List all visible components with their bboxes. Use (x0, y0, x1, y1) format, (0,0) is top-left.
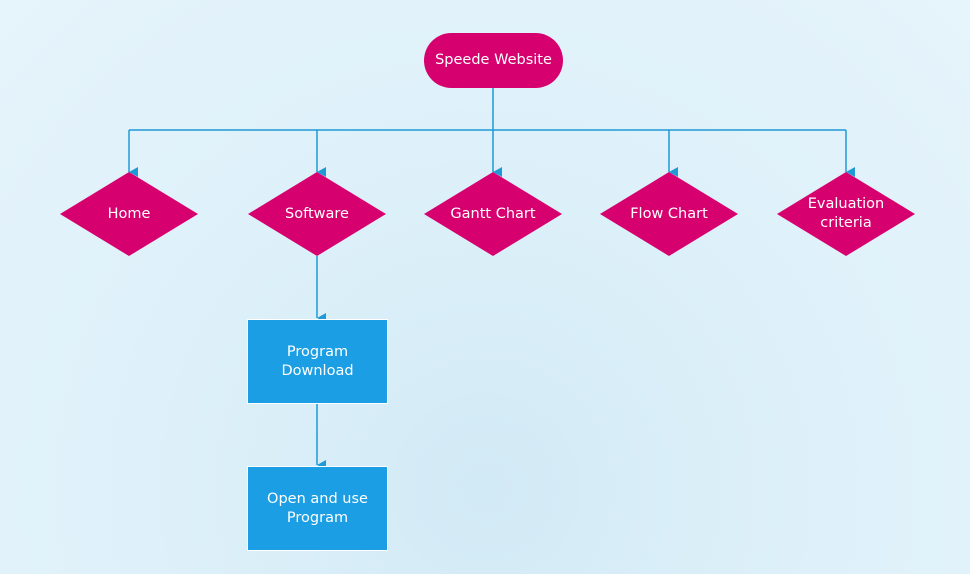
diamond-shape (60, 172, 198, 256)
decision-node-gantt-chart: Gantt Chart (424, 172, 562, 256)
diamond-shape (600, 172, 738, 256)
process-node-program-download: Program Download (247, 319, 388, 404)
process-label-program-download: Program Download (281, 343, 354, 379)
decision-node-flow-chart: Flow Chart (600, 172, 738, 256)
process-label-open-and-use-program: Open and use Program (267, 490, 368, 526)
process-node-open-and-use-program: Open and use Program (247, 466, 388, 551)
decision-label-gantt-chart: Gantt Chart (450, 205, 536, 222)
diamond-shape (777, 172, 915, 256)
decision-label-home: Home (107, 205, 151, 222)
decision-node-evaluation-criteria: Evaluation criteria (777, 172, 915, 256)
decision-node-home: Home (60, 172, 198, 256)
start-node-label: Speede Website (435, 52, 552, 68)
diamond-shape (424, 172, 562, 256)
decision-label-flow-chart: Flow Chart (630, 205, 708, 222)
diamond-shape (248, 172, 386, 256)
decision-label-software: Software (285, 205, 349, 222)
start-node-speede-website: Speede Website (424, 33, 563, 88)
decision-label-evaluation-criteria: Evaluation criteria (807, 196, 885, 231)
decision-node-software: Software (248, 172, 386, 256)
